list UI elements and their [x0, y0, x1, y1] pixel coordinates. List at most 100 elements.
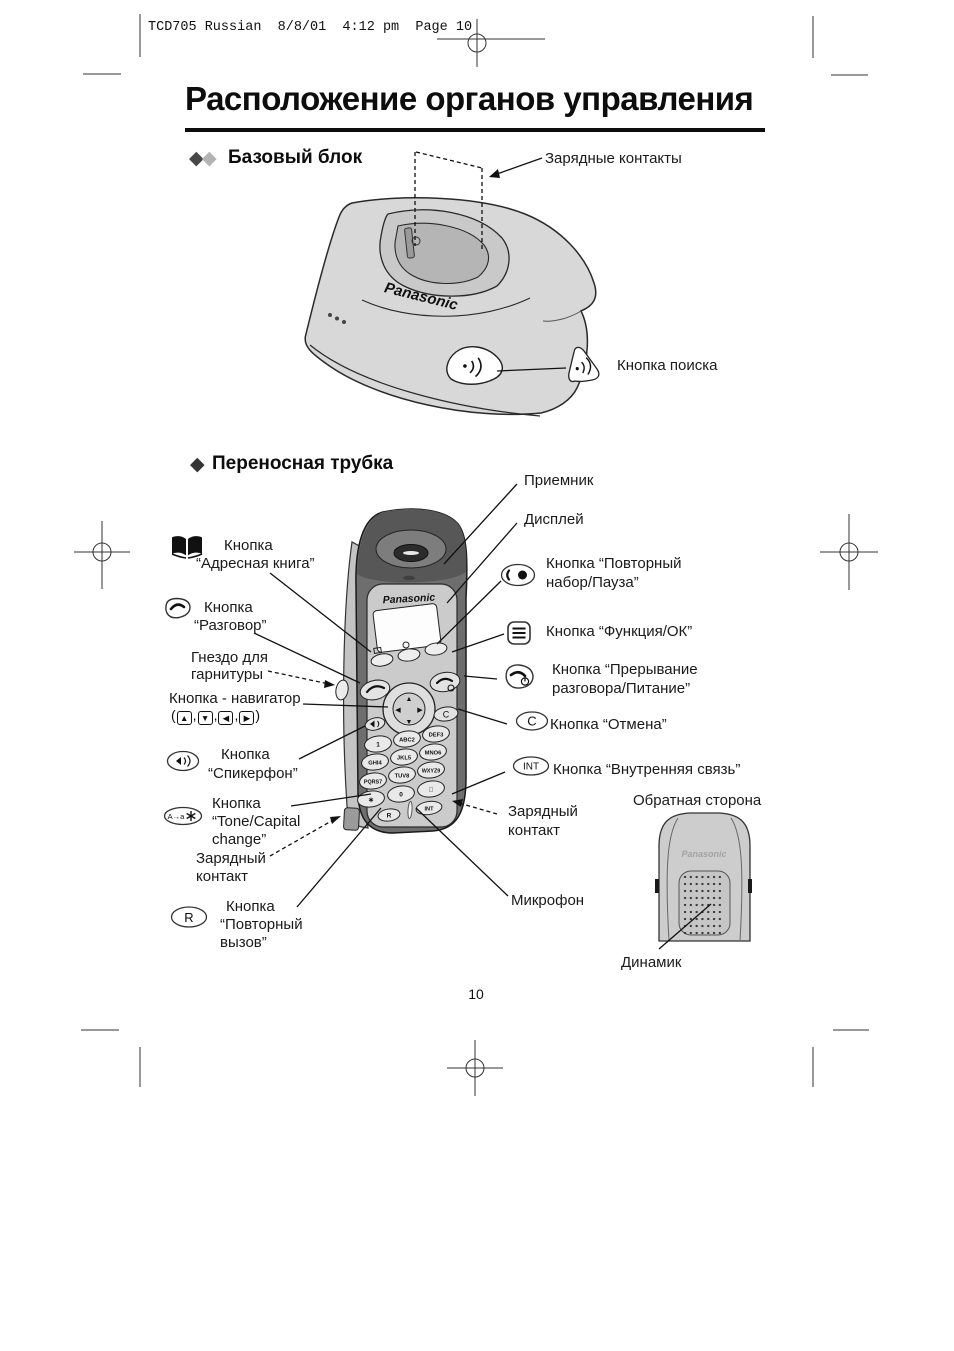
svg-text:ABC2: ABC2 — [399, 738, 415, 744]
address-book-label: “Адресная книга” — [196, 555, 315, 572]
redial-label: Кнопка “Повторный — [546, 555, 682, 572]
recall-button — [377, 808, 401, 822]
svg-text:A→a: A→a — [168, 812, 186, 821]
base-unit-heading: Базовый блок — [228, 147, 363, 168]
cancel-label: Кнопка “Отмена” — [550, 716, 667, 733]
svg-text:▶: ▶ — [417, 707, 423, 714]
paging-button-label: Кнопка поиска — [617, 357, 718, 374]
svg-text:PQRS7: PQRS7 — [364, 780, 382, 786]
comma: , — [234, 707, 239, 723]
speakerphone-label: “Спикерфон” — [208, 765, 298, 782]
crop-marks — [74, 14, 878, 1096]
base-unit-illustration: Panasonic — [304, 197, 600, 417]
down-arrow-icon: ▼ — [197, 711, 213, 725]
svg-text:R: R — [184, 910, 193, 925]
speakerphone-button — [364, 717, 386, 731]
svg-text:□: □ — [429, 787, 433, 794]
function-ok-label: Кнопка “Функция/ОК” — [546, 623, 693, 640]
address-book-button — [370, 653, 394, 667]
back-brand-text: Panasonic — [681, 849, 726, 859]
navigator-button: ▲ ▼ ◀ ▶ — [382, 682, 436, 736]
cancel-key-icon: C — [515, 711, 549, 731]
address-book-icon — [171, 536, 203, 559]
recall-label: вызов” — [220, 934, 267, 951]
tone-label: “Tone/Capital — [212, 813, 301, 830]
handset-back-illustration: Panasonic — [655, 812, 752, 942]
svg-text:TUV8: TUV8 — [395, 774, 411, 780]
diamond-icon: ◆ — [189, 148, 204, 169]
page-number: 10 — [468, 986, 484, 1002]
svg-text:▼: ▼ — [406, 719, 413, 726]
talk-label: Кнопка — [204, 599, 253, 616]
off-key-icon — [505, 664, 534, 689]
tone-label: change” — [212, 831, 267, 848]
talk-button — [359, 679, 391, 701]
intercom-button — [415, 800, 443, 816]
redial-button — [397, 648, 421, 662]
left-arrow-icon: ◀ — [218, 711, 234, 725]
svg-text:◀: ◀ — [395, 707, 401, 714]
paren: ) — [255, 707, 261, 723]
speakerphone-label: Кнопка — [221, 746, 270, 763]
callout-arrowheads — [324, 169, 500, 824]
diamond-icon: ◆ — [202, 148, 217, 169]
svg-text:INT: INT — [523, 762, 539, 773]
callout-lines — [253, 151, 712, 950]
off-button — [429, 671, 461, 693]
intercom-key-icon: INT — [512, 756, 550, 776]
diamond-icon: ◆ — [190, 454, 205, 475]
paging-key-icon — [568, 346, 600, 383]
talk-label: “Разговор” — [194, 617, 267, 634]
svg-text:WXYZ9: WXYZ9 — [422, 769, 441, 775]
svg-text:0: 0 — [399, 792, 403, 799]
intercom-label: Кнопка “Внутренняя связь” — [553, 761, 741, 778]
svg-text:C: C — [443, 710, 450, 720]
charging-contact-right-label: контакт — [508, 822, 561, 839]
recall-label: “Повторный — [220, 916, 303, 933]
recall-key-icon: R — [170, 906, 208, 928]
redial-label: набор/Пауза” — [546, 574, 639, 591]
handset-charging-contact — [343, 807, 360, 831]
speaker-grille — [683, 875, 727, 935]
paren: ( — [171, 707, 176, 723]
svg-text:R: R — [387, 813, 392, 820]
off-label: Кнопка “Прерывание — [552, 661, 698, 678]
tone-label: Кнопка — [212, 795, 261, 812]
base-charging-post — [404, 227, 415, 259]
speaker-label: Динамик — [621, 954, 682, 971]
right-arrow-icon: ▶ — [239, 711, 255, 725]
svg-text:JKL5: JKL5 — [397, 756, 412, 762]
back-view-heading: Обратная сторона — [633, 792, 762, 809]
talk-key-icon — [165, 597, 191, 619]
headset-jack — [335, 679, 349, 701]
off-label: разговора/Питание” — [552, 680, 691, 697]
microphone-label: Микрофон — [511, 892, 585, 909]
title-rule — [185, 128, 765, 132]
tone-capital-icon: A→a — [163, 806, 203, 826]
paging-button — [446, 346, 503, 385]
headset-jack-label: гарнитуры — [191, 666, 263, 683]
svg-text:MNO6: MNO6 — [425, 751, 443, 757]
handset-brand-text: Panasonic — [382, 592, 435, 607]
up-arrow-icon: ▲ — [176, 711, 192, 725]
svg-text:∗: ∗ — [368, 797, 374, 804]
svg-text:C: C — [527, 714, 536, 729]
charging-contact-right-label: Зарядный — [508, 803, 578, 820]
handset-heading: Переносная трубка — [212, 453, 394, 474]
charging-contact-left-label: контакт — [196, 868, 249, 885]
charging-contact-left-label: Зарядный — [196, 850, 266, 867]
receiver-label: Приемник — [524, 472, 594, 489]
headset-jack-label: Гнездо для — [191, 649, 269, 666]
svg-text:1: 1 — [376, 742, 380, 749]
svg-text:GHI4: GHI4 — [368, 761, 382, 767]
display-label: Дисплей — [524, 511, 584, 528]
address-book-label: Кнопка — [224, 537, 273, 554]
navigator-arrows: (▲,▼,◀,▶) — [171, 707, 260, 725]
speakerphone-icon — [166, 750, 200, 772]
charging-contacts-label: Зарядные контакты — [545, 150, 682, 167]
comma: , — [192, 707, 197, 723]
cancel-button: C — [433, 706, 459, 722]
navigator-label: Кнопка - навигатор — [169, 690, 301, 707]
handset-illustration: Panasonic ▲ ▼ ◀ ▶ — [335, 508, 468, 834]
redial-key-icon — [500, 563, 536, 587]
